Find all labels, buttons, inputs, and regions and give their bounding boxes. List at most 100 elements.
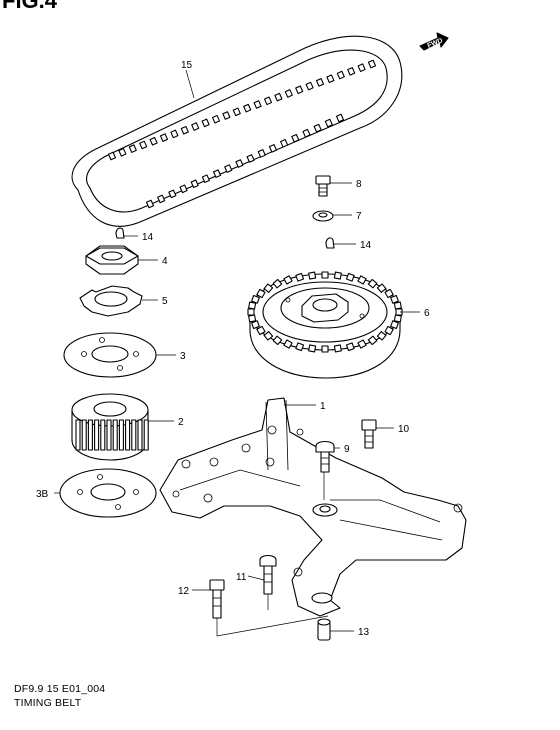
tooth: [256, 325, 266, 336]
nut-4: [85, 245, 139, 275]
tooth: [131, 419, 137, 451]
callout-7: 7: [356, 211, 362, 222]
bolt-8: [315, 175, 331, 197]
tooth: [263, 96, 273, 106]
tooth: [283, 339, 293, 349]
dowel-13: [317, 618, 331, 641]
tooth: [345, 342, 355, 352]
tooth: [345, 272, 355, 282]
tooth: [302, 128, 311, 138]
belt-teeth: [107, 59, 377, 209]
tooth: [125, 419, 131, 451]
flange-plate-3: [63, 332, 157, 378]
tooth: [251, 294, 260, 304]
callout-14-left: 14: [142, 232, 154, 243]
tooth: [211, 114, 221, 124]
tooth: [179, 184, 188, 194]
tooth: [118, 148, 127, 157]
tooth: [357, 339, 367, 349]
callout-4: 4: [162, 256, 168, 267]
callout-labels: 15 8 7 14 14 4 5 6 3 1 2 10 9 3B 11 12 1…: [36, 60, 430, 638]
callout-1: 1: [320, 401, 326, 412]
tooth: [295, 342, 305, 352]
tooth: [128, 144, 137, 153]
tooth: [291, 133, 300, 143]
tooth: [159, 133, 169, 142]
tooth: [347, 67, 356, 76]
tooth: [384, 325, 394, 336]
tooth: [107, 151, 117, 161]
tooth: [224, 164, 233, 173]
tooth: [308, 271, 317, 280]
callout-13: 13: [358, 627, 370, 638]
tooth: [118, 419, 124, 451]
tooth: [235, 159, 244, 168]
tooth: [390, 320, 399, 330]
screw-9: [315, 440, 335, 473]
pulley-bracket-1: [159, 397, 467, 617]
tooth: [246, 154, 255, 163]
tooth: [81, 419, 87, 451]
tooth: [357, 275, 367, 285]
tooth: [87, 419, 93, 451]
tooth: [284, 89, 293, 98]
tooth: [333, 271, 342, 280]
tooth: [321, 345, 329, 353]
tooth: [367, 278, 378, 289]
callout-3b: 3B: [36, 489, 49, 500]
tooth: [295, 272, 305, 282]
tooth: [305, 81, 314, 91]
bolt-10: [361, 419, 377, 449]
tooth: [376, 283, 387, 293]
callout-12: 12: [178, 586, 190, 597]
tooth: [75, 419, 81, 451]
tooth: [145, 199, 155, 209]
tooth: [112, 419, 118, 451]
tooth: [313, 123, 322, 133]
fwd-arrow-icon: FWD: [419, 32, 449, 51]
callout-3: 3: [180, 351, 186, 362]
callout-14-right: 14: [360, 240, 372, 251]
callout-6: 6: [424, 308, 430, 319]
tooth: [367, 59, 377, 69]
fwd-label: FWD: [426, 37, 443, 49]
tooth: [393, 301, 402, 310]
tooth: [248, 314, 257, 323]
tooth: [201, 118, 210, 128]
tooth: [248, 301, 257, 310]
pulley-teeth: [75, 419, 149, 451]
tooth: [251, 320, 260, 330]
tooth: [253, 100, 262, 109]
tooth: [280, 138, 289, 148]
tooth: [336, 70, 345, 80]
callout-5: 5: [162, 296, 168, 307]
figure-code: DF9.9 15 E01_004: [14, 683, 106, 695]
tooth: [139, 140, 148, 150]
tooth: [295, 85, 304, 95]
tooth: [213, 169, 222, 178]
tooth: [106, 419, 112, 451]
tooth: [263, 283, 274, 293]
figure-title: FIG.4: [2, 0, 58, 13]
tooth: [94, 419, 100, 451]
tooth: [168, 189, 177, 199]
lock-washer-5: [79, 285, 143, 317]
tooth: [357, 63, 366, 72]
callout-11: 11: [236, 572, 247, 583]
key-14-right: [325, 237, 335, 249]
washer-7: [312, 210, 334, 222]
tooth: [268, 144, 277, 153]
tooth: [272, 335, 283, 346]
tooth: [180, 125, 189, 135]
tooth: [390, 294, 399, 304]
screw-11: [259, 554, 277, 595]
callout-9: 9: [344, 444, 350, 455]
callout-10: 10: [398, 424, 410, 435]
tooth: [384, 288, 394, 299]
tooth: [272, 278, 283, 289]
tooth: [376, 331, 387, 341]
tooth: [393, 314, 402, 323]
tooth: [308, 344, 317, 353]
key-14-left: [115, 227, 125, 239]
